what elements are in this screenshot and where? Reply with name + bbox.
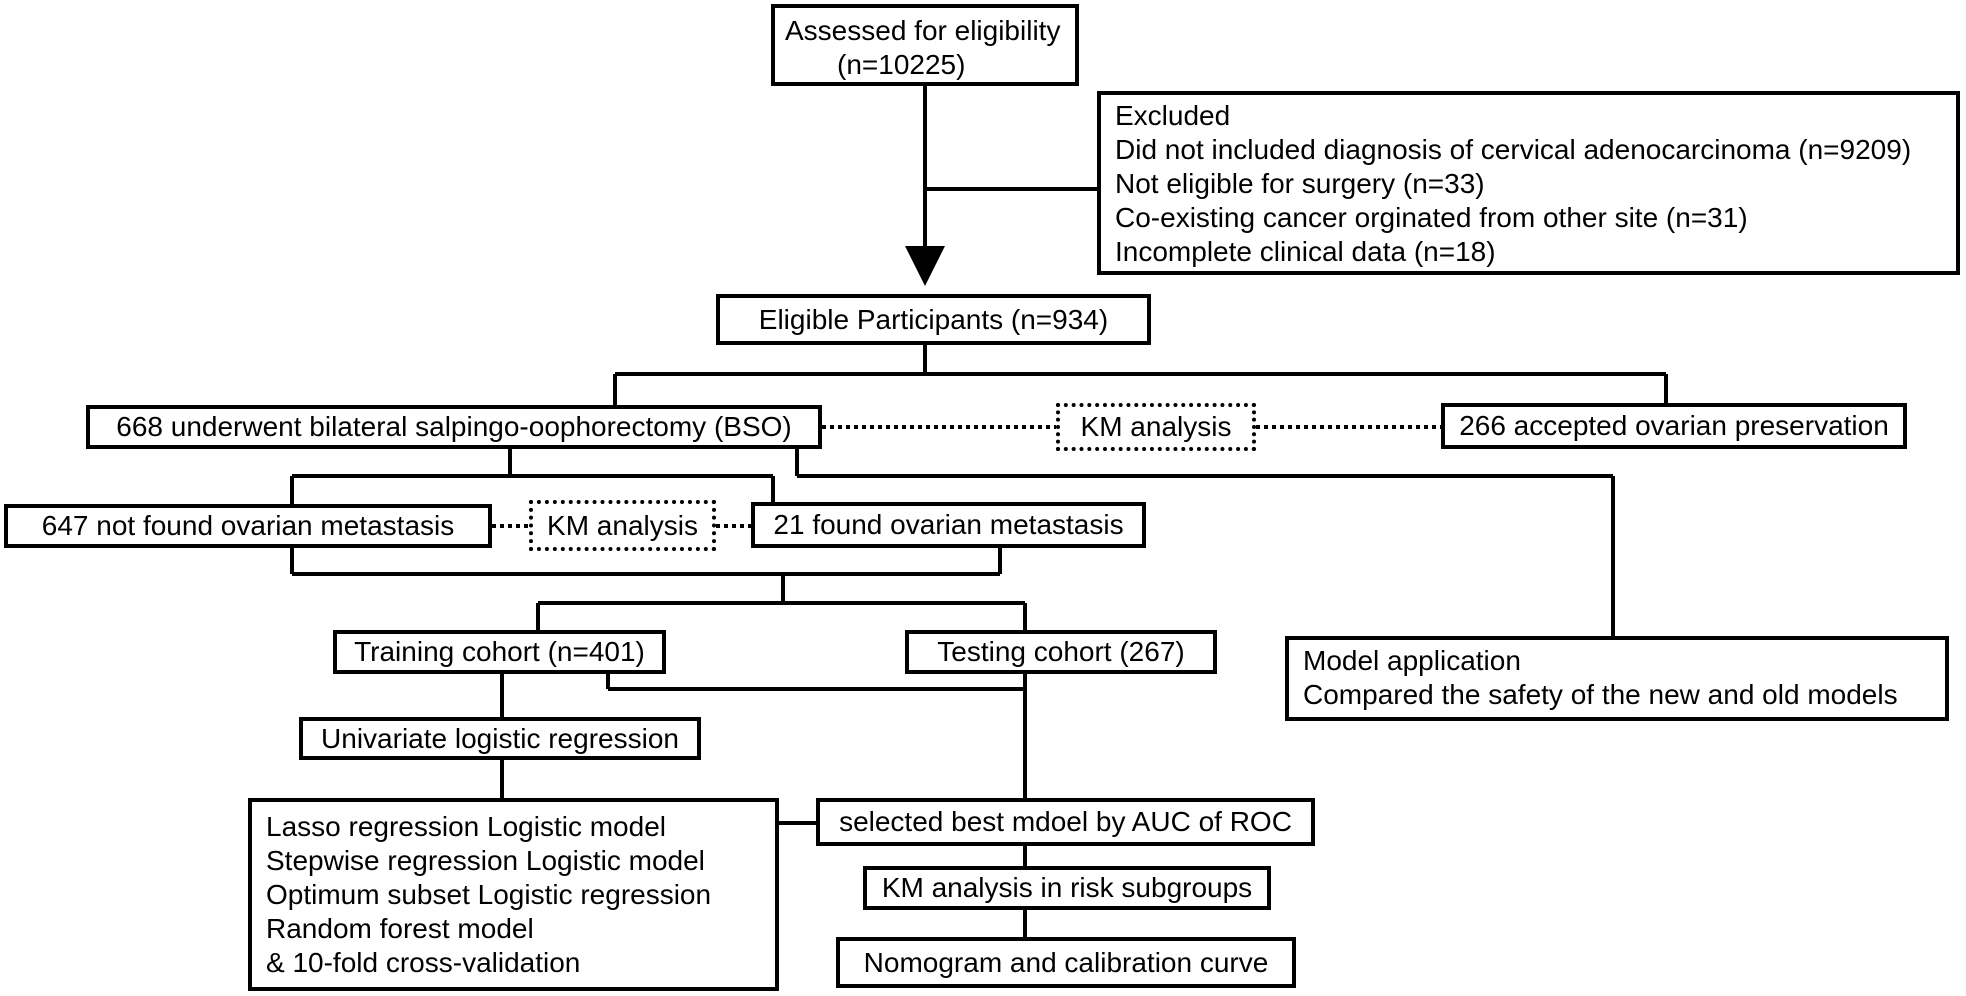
eligible-box: Eligible Participants (n=934) (716, 294, 1151, 345)
univariate-label: Univariate logistic regression (321, 722, 679, 754)
model-item: Lasso regression Logistic model (266, 811, 666, 842)
assessed-line1: Assessed for eligibility (785, 15, 1061, 46)
training-cohort-box: Training cohort (n=401) (333, 630, 666, 674)
testing-cohort-box: Testing cohort (267) (905, 630, 1217, 674)
model-item: & 10-fold cross-validation (266, 947, 581, 978)
assessed-line2: (n=10225) (837, 49, 966, 80)
excluded-item: Co-existing cancer orginated from other … (1115, 202, 1748, 233)
training-cohort-label: Training cohort (n=401) (354, 636, 645, 667)
km-analysis-box: KM analysis (1056, 403, 1256, 451)
ovarian-preservation-box: 266 accepted ovarian preservation (1441, 403, 1907, 449)
model-application-title: Model application (1303, 645, 1521, 676)
not-found-metastasis-box: 647 not found ovarian metastasis (4, 504, 492, 548)
bso-box: 668 underwent bilateral salpingo-oophore… (86, 405, 822, 449)
found-metastasis-box: 21 found ovarian metastasis (751, 502, 1146, 548)
testing-cohort-label: Testing cohort (267) (937, 636, 1185, 667)
ovarian-preservation-label: 266 accepted ovarian preservation (1459, 410, 1889, 441)
model-item: Random forest model (266, 913, 534, 944)
excluded-item: Did not included diagnosis of cervical a… (1115, 134, 1912, 165)
models-box: Lasso regression Logistic model Stepwise… (248, 798, 779, 991)
assessed-box: Assessed for eligibility (n=10225) (771, 4, 1079, 86)
km-risk-box: KM analysis in risk subgroups (863, 866, 1271, 910)
excluded-title: Excluded (1115, 100, 1231, 131)
selected-model-box: selected best mdoel by AUC of ROC (816, 798, 1315, 846)
nomogram-label: Nomogram and calibration curve (863, 946, 1269, 978)
excluded-item: Incomplete clinical data (n=18) (1115, 236, 1496, 267)
selected-model-label: selected best mdoel by AUC of ROC (839, 806, 1292, 837)
not-found-metastasis-label: 647 not found ovarian metastasis (41, 510, 455, 541)
univariate-box: Univariate logistic regression (299, 717, 701, 760)
km-analysis-box: KM analysis (529, 500, 716, 551)
excluded-item: Not eligible for surgery (n=33) (1115, 168, 1485, 199)
nomogram-box: Nomogram and calibration curve (836, 937, 1296, 988)
model-item: Optimum subset Logistic regression (266, 879, 712, 910)
km-risk-label: KM analysis in risk subgroups (881, 872, 1253, 903)
model-application-desc: Compared the safety of the new and old m… (1303, 679, 1898, 710)
model-application-box: Model application Compared the safety of… (1285, 636, 1949, 721)
excluded-box: Excluded Did not included diagnosis of c… (1097, 91, 1960, 275)
found-metastasis-label: 21 found ovarian metastasis (773, 509, 1124, 540)
km-analysis-label: KM analysis (1080, 411, 1232, 442)
km-analysis-label: KM analysis (547, 509, 698, 541)
eligible-label: Eligible Participants (n=934) (758, 303, 1109, 335)
model-item: Stepwise regression Logistic model (266, 845, 705, 876)
bso-label: 668 underwent bilateral salpingo-oophore… (116, 411, 792, 442)
